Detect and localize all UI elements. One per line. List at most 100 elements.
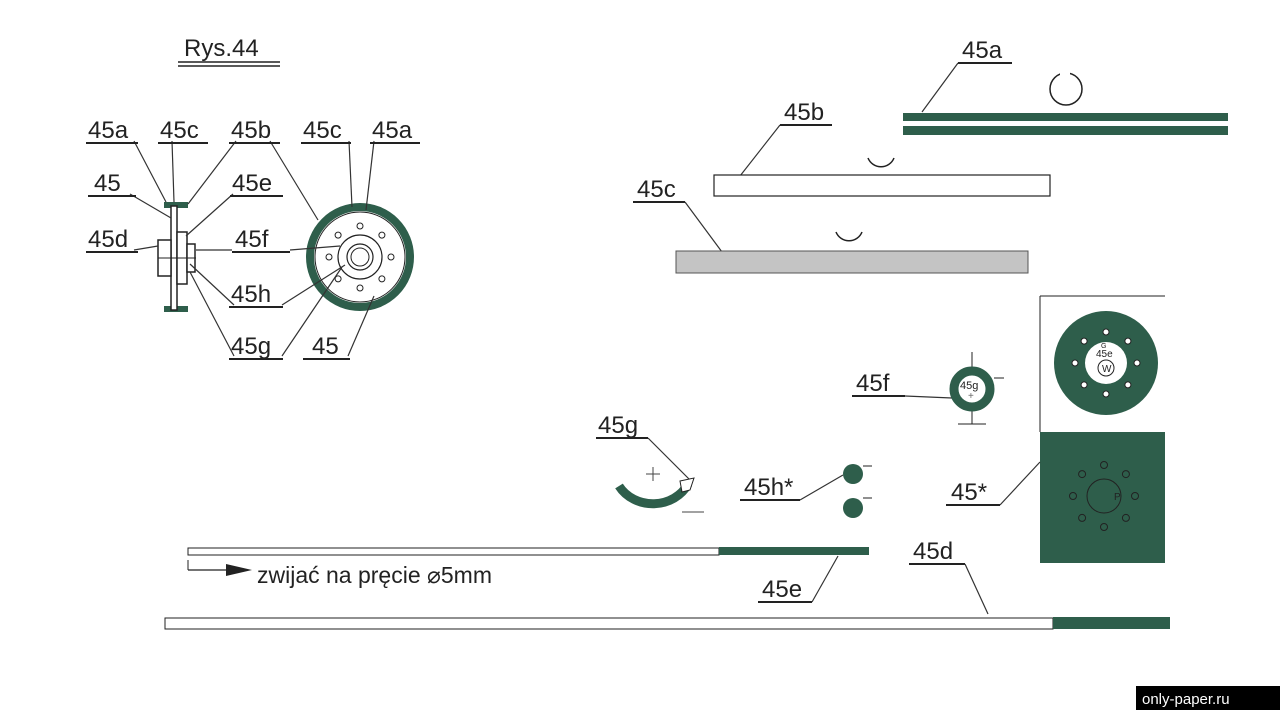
part-45f-ring	[949, 366, 995, 412]
label-45d: 45d	[88, 226, 128, 253]
panel-bottom-bolt-hole	[1131, 492, 1139, 500]
part-45star-panel: W 45e G P 45*	[946, 295, 1165, 563]
leader-45b	[187, 140, 237, 205]
leader-45d	[133, 245, 159, 251]
panel-45e-mark: 45e	[1096, 349, 1113, 360]
leader-45f-right	[289, 245, 341, 251]
part-45b-strip	[713, 174, 1051, 197]
panel-bottom-bolt-hole	[1078, 470, 1087, 479]
label-45b: 45b	[231, 117, 271, 144]
part-45f-inner-label: 45g	[960, 380, 978, 392]
panel-bottom-bolt-hole	[1121, 470, 1130, 479]
label-45c-right: 45c	[303, 117, 342, 144]
part-45a: 45a	[903, 37, 1228, 135]
panel-w-circle	[1097, 359, 1115, 377]
part-45c: 45c	[633, 176, 1029, 274]
front-bolt-hole	[325, 253, 333, 261]
part-45f-center-mark: +	[968, 391, 974, 402]
rolling-arrow-icon	[226, 564, 252, 576]
front-bolt-hole	[334, 231, 342, 239]
leader-45b-wheel	[269, 140, 319, 221]
leader-45c-right	[348, 140, 353, 208]
leader-45a-left	[133, 140, 167, 203]
side-rim-top	[164, 202, 188, 208]
panel-bottom-bolt-hole	[1100, 523, 1108, 531]
part-45f-label: 45f	[856, 370, 890, 397]
front-bolt-hole	[378, 231, 386, 239]
front-bolt-hole	[356, 284, 364, 292]
part-45e: zwijać na pręcie ⌀5mm 45e	[187, 547, 869, 603]
part-45b-curve-icon	[867, 157, 895, 168]
part-45e-label: 45e	[762, 576, 802, 603]
rolling-instruction: zwijać na pręcie ⌀5mm	[257, 562, 492, 588]
front-rim-edge	[314, 211, 406, 303]
label-45f: 45f	[235, 226, 269, 253]
panel-45star-square	[1040, 432, 1165, 563]
part-45d-label: 45d	[913, 538, 953, 565]
part-45c-strip	[675, 250, 1029, 274]
front-hub-inner	[346, 243, 374, 271]
front-tire	[306, 203, 414, 311]
leader-45a-right	[365, 140, 375, 211]
part-45h-disc-2	[843, 498, 863, 518]
part-45b: 45b	[713, 99, 1051, 197]
label-45-bottom: 45	[312, 333, 339, 360]
leader-45e	[185, 193, 234, 237]
part-45d-strip-green	[1053, 617, 1170, 629]
part-45h: 45h*	[740, 464, 872, 518]
assembly-leaders	[129, 140, 375, 357]
label-45a-left: 45a	[88, 117, 129, 144]
panel-w-mark: W	[1102, 364, 1112, 375]
front-hub	[337, 234, 383, 280]
panel-bottom-bolt-hole	[1078, 513, 1087, 522]
panel-top-bolt-hole	[1124, 381, 1132, 389]
panel-top-bolt-hole	[1102, 328, 1110, 336]
part-45g-arc	[615, 481, 692, 509]
leader-45h-left	[189, 263, 235, 306]
label-45e: 45e	[232, 170, 272, 197]
front-bolt-hole	[378, 275, 386, 283]
panel-top-bolt-hole	[1102, 390, 1110, 398]
panel-p-mark: P	[1114, 492, 1121, 503]
part-45d: 45d	[164, 538, 1170, 630]
panel-top-bolt-hole	[1080, 337, 1088, 345]
watermark-box	[1136, 686, 1280, 710]
panel-bottom-bolt-hole	[1100, 461, 1108, 469]
part-45a-roll-icon	[1049, 72, 1083, 106]
panel-bottom-bolt-ring	[1069, 461, 1139, 531]
part-45star-label: 45*	[951, 479, 987, 506]
front-bolt-ring	[325, 222, 395, 292]
front-bolt-hole	[334, 275, 342, 283]
label-45: 45	[94, 170, 121, 197]
part-45a-label: 45a	[962, 37, 1003, 64]
panel-top-bolt-hole	[1133, 359, 1141, 367]
leader-45h	[281, 264, 346, 306]
front-bolt-hole	[356, 222, 364, 230]
leader-45-bottom	[347, 295, 375, 357]
leader-45c-left	[171, 140, 175, 203]
part-45d-strip-white	[164, 617, 1054, 630]
panel-bottom-bolt-hole	[1069, 492, 1077, 500]
part-45e-strip-green	[719, 547, 869, 555]
leader-45	[129, 193, 172, 219]
part-45b-label: 45b	[784, 99, 824, 126]
figure-title: Rys.44	[184, 35, 259, 62]
part-45c-curve-icon	[835, 231, 863, 242]
label-45h: 45h	[231, 281, 271, 308]
part-45h-disc-1	[843, 464, 863, 484]
panel-top-bolt-hole	[1071, 359, 1079, 367]
panel-top-bolt-ring	[1071, 328, 1141, 398]
panel-top-bolt-hole	[1124, 337, 1132, 345]
label-45g: 45g	[231, 333, 271, 360]
panel-bottom-hub	[1086, 478, 1122, 514]
label-45a-right: 45a	[372, 117, 413, 144]
label-45c-left: 45c	[160, 117, 199, 144]
part-45c-label: 45c	[637, 176, 676, 203]
watermark: only-paper.ru	[1142, 691, 1230, 708]
panel-top-bolt-hole	[1080, 381, 1088, 389]
part-45f: 45f 45g +	[852, 352, 1004, 425]
assembly-side-view	[157, 202, 196, 312]
part-45g: 45g	[596, 412, 704, 513]
